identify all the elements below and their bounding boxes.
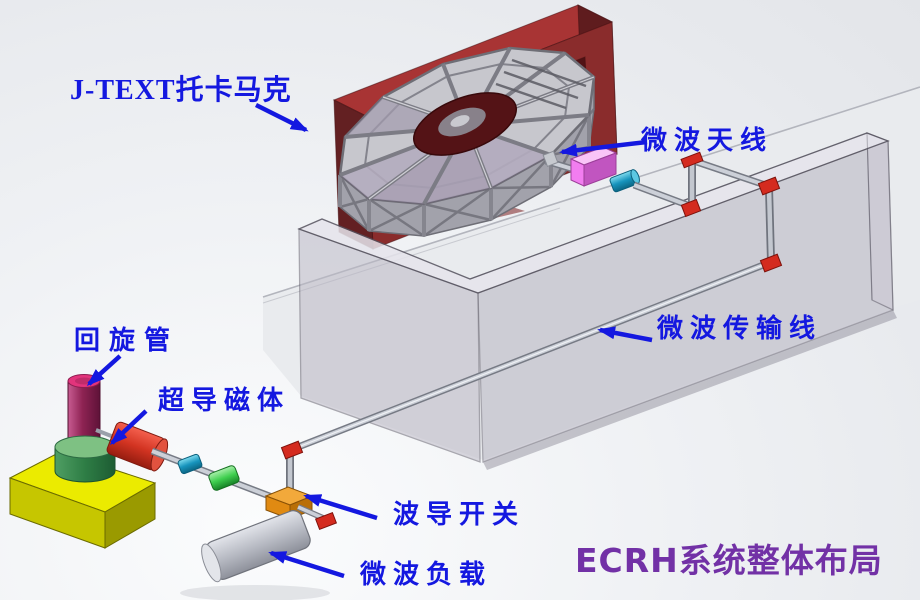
arrow-gyrotron [86, 354, 122, 387]
label-magnet: 超导磁体 [158, 386, 291, 416]
microwave-antenna [542, 146, 640, 193]
label-transmission-line: 微波传输线 [657, 314, 823, 344]
label-load: 微波负载 [360, 560, 493, 590]
green-pedestal [54, 435, 116, 483]
gyrotron-waveguide [150, 447, 274, 501]
waveguide-tubes [286, 158, 775, 494]
microwave-load [180, 504, 338, 600]
figure-title: ECRH系统整体布局 [575, 541, 883, 580]
arrow-transmission-line [597, 326, 653, 343]
arrow-antenna [559, 139, 648, 157]
label-gyrotron: 回旋管 [74, 326, 180, 356]
shield-wall [297, 132, 897, 470]
far-rim-struts [495, 58, 587, 110]
label-tokamak: J-TEXT托卡马克 [70, 75, 292, 106]
waveguide-fittings-red [280, 151, 783, 460]
arrow-tokamak [254, 102, 309, 133]
annotation-arrows [86, 102, 653, 579]
bellows-green [208, 465, 240, 491]
gyrotron-station [8, 374, 169, 549]
antenna-coupler-cyan [609, 169, 640, 193]
load-flange-red [314, 511, 338, 531]
arrow-switch [303, 493, 378, 521]
label-waveguide-switch: 波导开关 [393, 500, 526, 530]
shield-wall-top [297, 132, 890, 294]
yellow-base-side [104, 482, 156, 549]
label-antenna: 微波天线 [641, 126, 774, 156]
arrow-load [268, 550, 345, 579]
dc-break-cyan [177, 453, 203, 475]
transmission-line [280, 151, 783, 494]
torus-truss [338, 46, 596, 238]
arrow-magnet [109, 409, 148, 446]
